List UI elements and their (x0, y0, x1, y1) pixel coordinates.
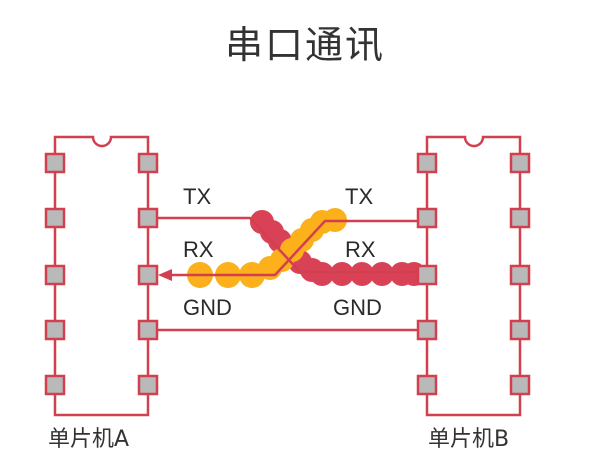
wire-b-tx-to-a-rx (168, 219, 427, 277)
pin (137, 207, 159, 229)
label-b-gnd: GND (333, 295, 382, 320)
chip-a-outline (53, 135, 150, 417)
pin (416, 152, 438, 174)
pin (137, 374, 159, 396)
pin (509, 319, 531, 341)
label-b-tx: TX (345, 184, 373, 209)
chip-a (53, 135, 150, 417)
pin (416, 374, 438, 396)
signal-dot (330, 262, 354, 286)
pin (137, 319, 159, 341)
diagram-title: 串口通讯 (224, 23, 385, 67)
pin (416, 319, 438, 341)
chip-b-label: 单片机B (428, 427, 509, 452)
pin (416, 207, 438, 229)
wire-a-tx-to-b-rx (148, 216, 427, 274)
label-a-gnd: GND (183, 295, 232, 320)
pin (44, 264, 66, 286)
pin (44, 319, 66, 341)
pin (509, 207, 531, 229)
pin (509, 264, 531, 286)
label-a-tx: TX (183, 184, 211, 209)
pin (137, 152, 159, 174)
pin (44, 374, 66, 396)
label-a-rx: RX (183, 237, 214, 262)
signal-dot (350, 262, 374, 286)
pin (416, 264, 438, 286)
pin (44, 152, 66, 174)
label-b-rx: RX (345, 237, 376, 262)
pin (137, 264, 159, 286)
signal-dot (370, 262, 394, 286)
chip-a-label: 单片机A (48, 427, 129, 452)
signal-dot (310, 262, 334, 286)
pin (44, 207, 66, 229)
pin (509, 152, 531, 174)
chip-b (425, 135, 522, 417)
arrow-head-icon (158, 269, 172, 281)
chip-b-outline (425, 135, 522, 417)
pin (509, 374, 531, 396)
